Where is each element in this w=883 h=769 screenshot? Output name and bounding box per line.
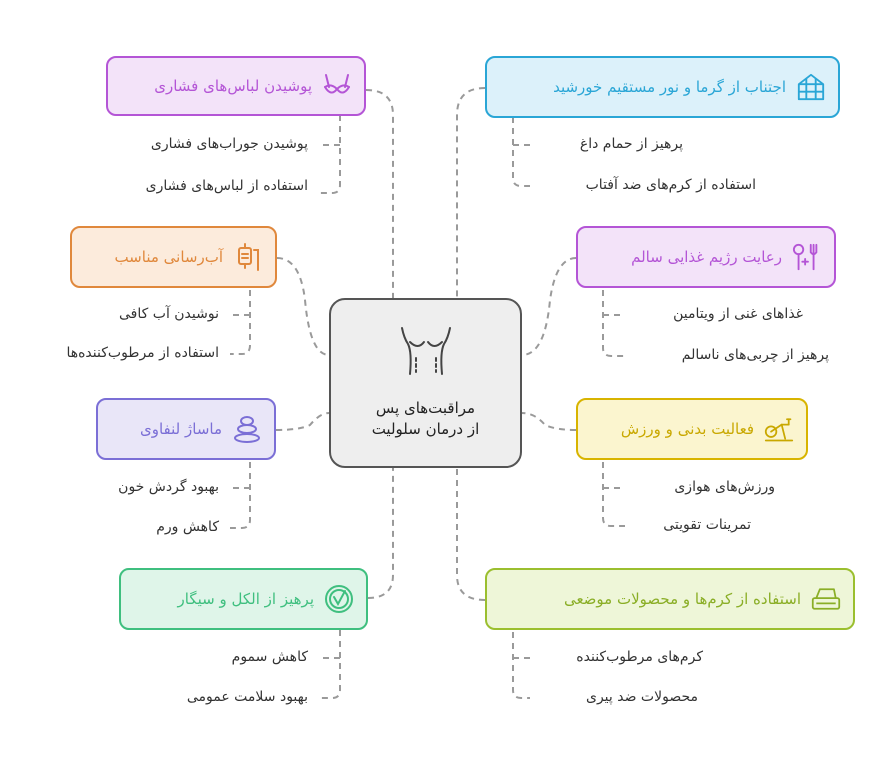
compression-item-2: استفاده از لباس‌های فشاری bbox=[145, 178, 308, 194]
diet-item-2: پرهیز از چربی‌های ناسالم bbox=[681, 347, 829, 363]
branch-avoid-title: پرهیز از الکل و سیگار bbox=[177, 590, 314, 608]
utensils-icon bbox=[792, 242, 822, 272]
stones-icon bbox=[232, 414, 262, 444]
greenhouse-icon bbox=[796, 72, 826, 102]
lymph-item-1: بهبود گردش خون bbox=[118, 479, 219, 495]
check-badge-icon bbox=[324, 584, 354, 614]
branch-compression-title: پوشیدن لباس‌های فشاری bbox=[154, 77, 312, 95]
center-title-line2: از درمان سلولیت bbox=[371, 420, 480, 438]
creams-item-2: محصولات ضد پیری bbox=[585, 689, 698, 705]
branch-heat-title: اجتناب از گرما و نور مستقیم خورشید bbox=[553, 78, 786, 96]
center-title-line1: مراقبت‌های پس bbox=[375, 399, 476, 417]
iv-bag-icon bbox=[233, 242, 263, 272]
branch-hydration[interactable]: آب‌رسانی مناسب bbox=[70, 226, 277, 288]
branch-avoid[interactable]: پرهیز از الکل و سیگار bbox=[119, 568, 368, 630]
avoid-item-2: بهبود سلامت عمومی bbox=[186, 689, 308, 705]
branch-lymph-title: ماساژ لنفاوی bbox=[140, 420, 222, 438]
branch-exercise-title: فعالیت بدنی و ورزش bbox=[620, 420, 754, 438]
creams-item-1: کرم‌های مرطوب‌کننده bbox=[576, 649, 703, 665]
branch-lymph[interactable]: ماساژ لنفاوی bbox=[96, 398, 276, 460]
center-node: مراقبت‌های پس از درمان سلولیت bbox=[329, 298, 522, 468]
diet-item-1: غذاهای غنی از ویتامین bbox=[673, 306, 803, 322]
branch-compression[interactable]: پوشیدن لباس‌های فشاری bbox=[106, 56, 366, 116]
branch-heat[interactable]: اجتناب از گرما و نور مستقیم خورشید bbox=[485, 56, 840, 118]
compression-item-1: پوشیدن جوراب‌های فشاری bbox=[150, 136, 308, 152]
lymph-item-2: کاهش ورم bbox=[156, 519, 219, 535]
cream-box-icon bbox=[811, 584, 841, 614]
exercise-item-1: ورزش‌های هوازی bbox=[674, 479, 775, 495]
branch-exercise[interactable]: فعالیت بدنی و ورزش bbox=[576, 398, 808, 460]
avoid-item-1: کاهش سموم bbox=[231, 649, 308, 665]
exercise-item-2: تمرینات تقویتی bbox=[663, 517, 751, 533]
heat-item-1: پرهیز از حمام داغ bbox=[579, 136, 683, 152]
branch-creams-title: استفاده از کرم‌ها و محصولات موضعی bbox=[563, 590, 801, 608]
branch-creams[interactable]: استفاده از کرم‌ها و محصولات موضعی bbox=[485, 568, 855, 630]
exercise-bike-icon bbox=[764, 414, 794, 444]
hydration-item-2: استفاده از مرطوب‌کننده‌ها bbox=[66, 345, 219, 361]
torso-icon bbox=[396, 324, 456, 376]
bra-icon bbox=[322, 71, 352, 101]
heat-item-2: استفاده از کرم‌های ضد آفتاب bbox=[585, 177, 756, 193]
branch-hydration-title: آب‌رسانی مناسب bbox=[114, 248, 223, 266]
branch-diet[interactable]: رعایت رژیم غذایی سالم bbox=[576, 226, 836, 288]
branch-diet-title: رعایت رژیم غذایی سالم bbox=[631, 248, 782, 266]
hydration-item-1: نوشیدن آب کافی bbox=[119, 306, 219, 322]
